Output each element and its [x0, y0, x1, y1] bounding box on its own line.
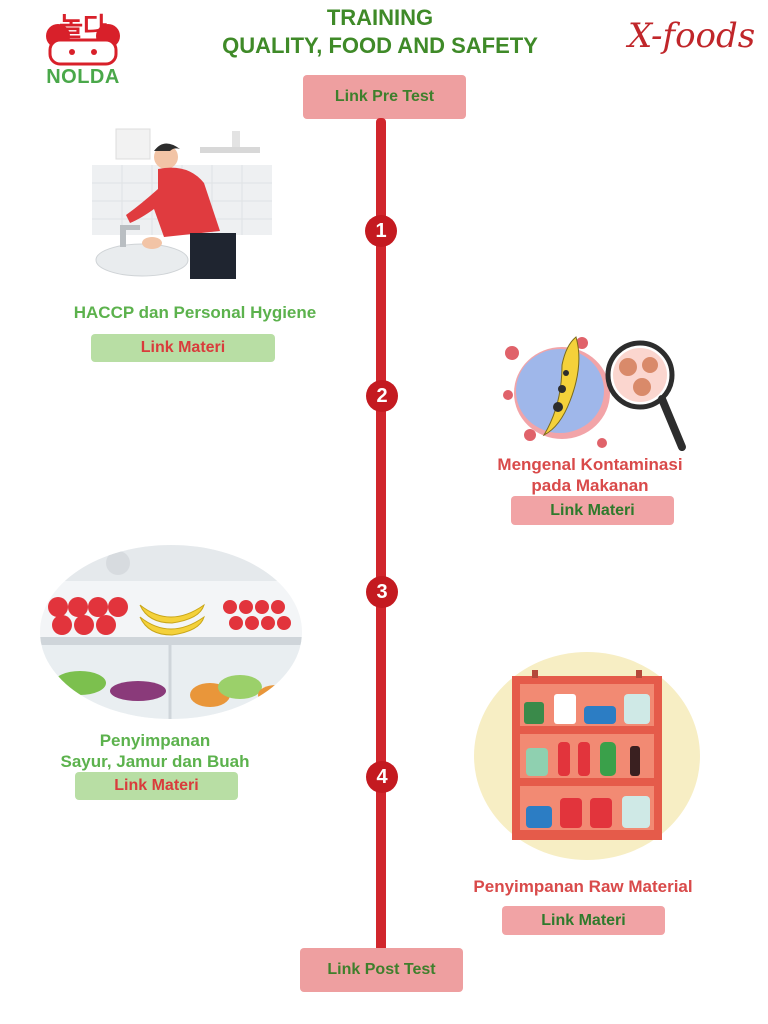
handwashing-icon: [92, 128, 272, 279]
page-title: TRAINING QUALITY, FOOD AND SAFETY: [160, 4, 600, 60]
module-4-link-button[interactable]: Link Materi: [502, 906, 665, 935]
module-3-title-line-1: Penyimpanan: [99, 731, 211, 750]
module-2-link-button[interactable]: Link Materi: [511, 496, 674, 525]
step-badge-1: 1: [365, 215, 397, 247]
brand-logo: X-foods: [628, 16, 756, 56]
module-2-title: Mengenal Kontaminasi pada Makanan: [470, 454, 710, 496]
post-test-button[interactable]: Link Post Test: [300, 948, 463, 992]
nolda-logo: 놀다: [38, 6, 128, 90]
contamination-icon: [503, 336, 686, 451]
logo-text: NOLDA: [46, 66, 120, 88]
svg-text:놀다: 놀다: [59, 13, 107, 43]
module-3-title: Penyimpanan Sayur, Jamur dan Buah: [30, 730, 280, 772]
timeline-line: [376, 118, 386, 952]
module-3-link-button[interactable]: Link Materi: [75, 772, 238, 800]
module-1-link-button[interactable]: Link Materi: [91, 334, 275, 362]
fridge-illustration: [40, 545, 302, 720]
fridge-produce-icon: [40, 545, 302, 719]
contamination-illustration: [500, 335, 690, 455]
module-2-title-line-1: Mengenal Kontaminasi: [497, 455, 683, 474]
pantry-shelf-icon: [474, 652, 700, 860]
module-4-title: Penyimpanan Raw Material: [473, 877, 693, 896]
step-badge-3: 3: [366, 576, 398, 608]
nolda-logo-icon: 놀다: [46, 13, 120, 66]
title-line-2: QUALITY, FOOD AND SAFETY: [222, 33, 538, 58]
module-2-title-line-2: pada Makanan: [531, 476, 649, 495]
module-1-title: HACCP dan Personal Hygiene: [73, 303, 317, 322]
step-badge-2: 2: [366, 380, 398, 412]
step-badge-4: 4: [366, 761, 398, 793]
module-3-title-line-2: Sayur, Jamur dan Buah: [60, 752, 250, 771]
title-line-1: TRAINING: [326, 5, 434, 30]
pantry-illustration: [472, 650, 702, 862]
pre-test-button[interactable]: Link Pre Test: [303, 75, 466, 119]
handwashing-illustration: [92, 125, 272, 285]
